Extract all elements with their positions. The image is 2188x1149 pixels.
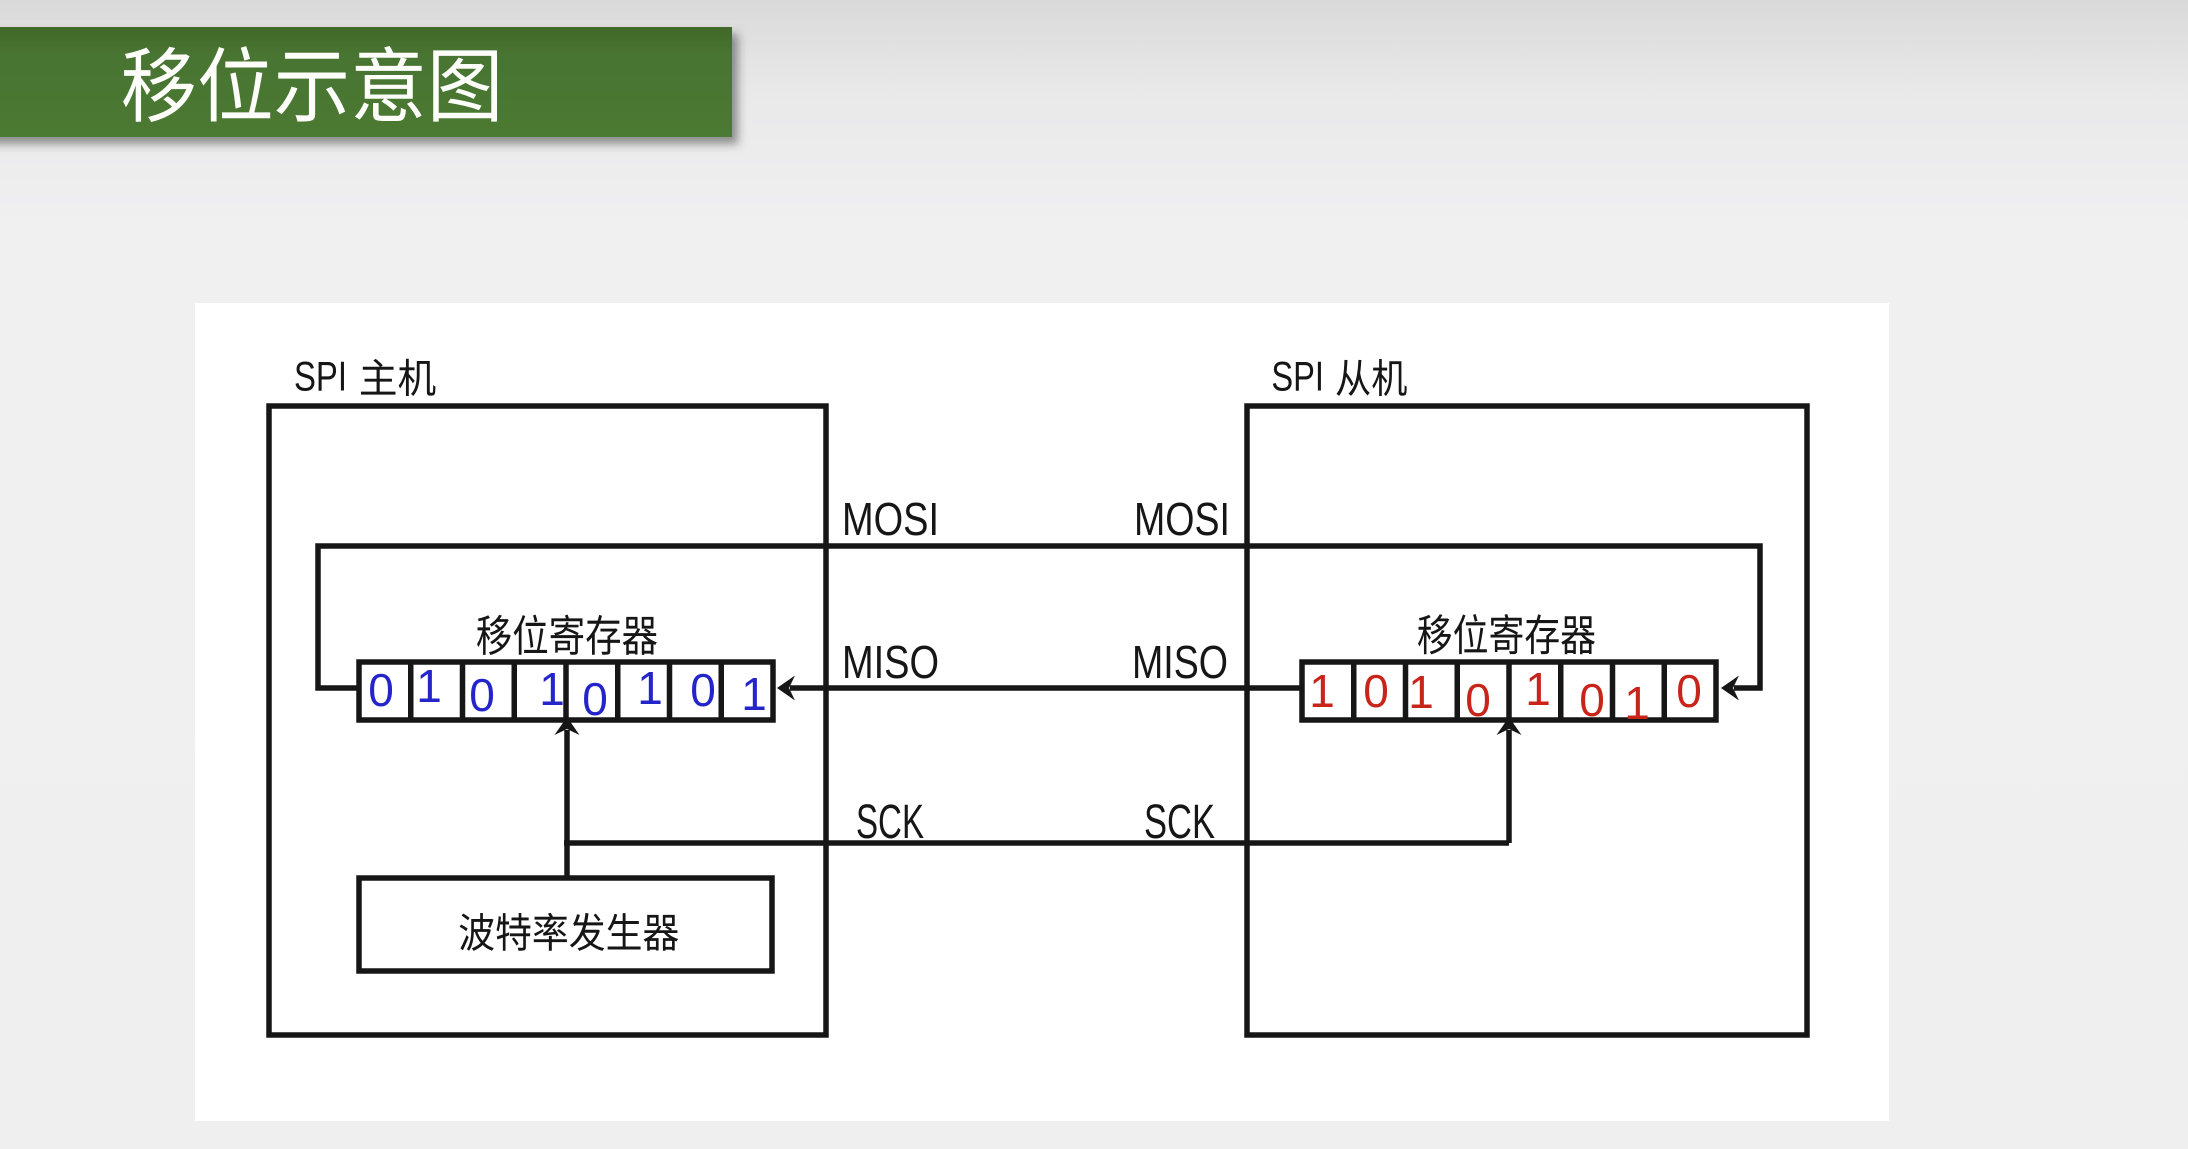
svg-text:MISO: MISO <box>1132 636 1228 688</box>
svg-text:SPI: SPI <box>1271 353 1324 400</box>
svg-text:1: 1 <box>637 662 663 714</box>
svg-text:SPI: SPI <box>294 353 347 400</box>
svg-text:0: 0 <box>1579 674 1605 726</box>
svg-text:MOSI: MOSI <box>842 493 939 545</box>
svg-text:1: 1 <box>1624 677 1650 729</box>
svg-text:0: 0 <box>690 664 716 716</box>
svg-text:0: 0 <box>368 664 394 716</box>
svg-text:SCK: SCK <box>1144 796 1215 849</box>
svg-text:1: 1 <box>1525 663 1551 715</box>
svg-text:0: 0 <box>1676 665 1702 717</box>
svg-text:0: 0 <box>469 669 495 721</box>
svg-text:MISO: MISO <box>842 636 939 688</box>
svg-text:1: 1 <box>1408 666 1434 718</box>
svg-text:SCK: SCK <box>856 796 924 849</box>
svg-text:1: 1 <box>1309 665 1335 717</box>
svg-text:0: 0 <box>1465 674 1491 726</box>
svg-text:MOSI: MOSI <box>1134 493 1230 545</box>
svg-text:1: 1 <box>741 668 767 720</box>
svg-text:1: 1 <box>416 660 442 712</box>
svg-text:1: 1 <box>539 663 565 715</box>
svg-text:0: 0 <box>582 673 608 725</box>
svg-text:0: 0 <box>1363 665 1389 717</box>
